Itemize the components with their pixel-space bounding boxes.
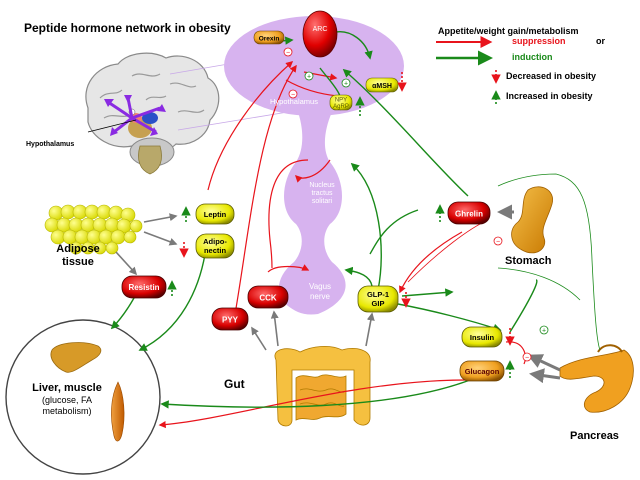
ghrelin-node: Ghrelin — [447, 201, 491, 225]
svg-text:nectin: nectin — [204, 246, 227, 255]
svg-text:AgRP: AgRP — [333, 104, 349, 110]
legend-graphics — [436, 36, 501, 104]
svg-text:tractus: tractus — [311, 190, 333, 197]
svg-text:CCK: CCK — [259, 294, 277, 303]
arc-label: ARC — [313, 26, 328, 33]
legend-or-label: or — [596, 36, 605, 46]
npy-agrp-node: NPY AgRP — [329, 94, 353, 111]
alpha-msh-node: αMSH — [365, 77, 399, 93]
svg-text:nerve: nerve — [310, 292, 331, 301]
muscle-icon — [111, 381, 125, 442]
pancreas-ghrelin-line — [497, 173, 601, 351]
svg-text:Leptin: Leptin — [204, 210, 227, 219]
insulin-node: Insulin — [461, 326, 503, 348]
zoom-line-bottom — [177, 109, 301, 131]
vagus-nerve-label: Vagus nerve — [309, 282, 331, 301]
orexin-node: Orexin — [253, 30, 285, 45]
svg-text:PYY: PYY — [222, 316, 239, 325]
gut-illustration — [274, 346, 371, 427]
svg-text:+: + — [307, 74, 311, 81]
alpha-msh-label: αMSH — [372, 83, 392, 90]
pancreas-illustration — [559, 344, 634, 413]
stomach-label: Stomach — [505, 255, 552, 267]
legend-decreased-label: Decreased in obesity — [506, 71, 597, 81]
svg-text:Vagus: Vagus — [309, 282, 331, 291]
leptin-node: Leptin — [195, 203, 235, 225]
adiponectin-node: Adipo- nectin — [195, 233, 235, 259]
svg-text:GLP-1: GLP-1 — [367, 290, 389, 299]
brain-illustration — [85, 52, 220, 175]
svg-text:Glucagon: Glucagon — [465, 367, 500, 376]
svg-text:−: − — [496, 239, 500, 246]
hypothalamus-pointer — [87, 119, 137, 133]
svg-text:−: − — [291, 92, 295, 99]
stomach-illustration — [511, 186, 554, 254]
resistin-node: Resistin — [121, 275, 167, 299]
svg-text:+: + — [344, 81, 348, 88]
svg-text:Nucleus: Nucleus — [309, 182, 335, 189]
adipose-tissue-illustration — [44, 204, 143, 255]
liver-muscle-label: Liver, muscle (glucose, FA metabolism) — [32, 382, 102, 416]
legend-heading: Appetite/weight gain/metabolism — [438, 26, 579, 36]
brainstem — [278, 112, 346, 315]
svg-text:Insulin: Insulin — [470, 333, 495, 342]
legend-increased-label: Increased in obesity — [506, 91, 593, 101]
orexin-label: Orexin — [259, 36, 280, 43]
obesity-change-indicators — [167, 72, 515, 378]
pyy-node: PYY — [211, 307, 249, 331]
svg-text:GIP: GIP — [372, 299, 385, 308]
svg-text:NPY: NPY — [335, 98, 347, 104]
liver-icon — [50, 342, 102, 373]
panel-sign-circles: − + + − − + − — [283, 47, 549, 362]
svg-text:Adipo-: Adipo- — [203, 237, 227, 246]
glucagon-node: Glucagon — [459, 360, 505, 382]
legend-induction-label: induction — [512, 52, 553, 62]
grey-arrows — [115, 213, 375, 351]
legend-suppression-label: suppression — [512, 36, 566, 46]
arc-node: ARC — [302, 10, 338, 58]
page-title: Peptide hormone network in obesity — [24, 21, 231, 35]
svg-text:Ghrelin: Ghrelin — [455, 210, 483, 219]
hypothalamus-panel-label: Hypothalamus — [270, 97, 318, 106]
svg-text:−: − — [286, 50, 290, 57]
svg-text:+: + — [542, 328, 546, 335]
nucleus-tractus-solitarii-label: Nucleus tractus solitari — [309, 182, 335, 205]
pancreas-label: Pancreas — [570, 430, 619, 442]
hypothalamus-brain-label: Hypothalamus — [26, 141, 75, 148]
cck-node: CCK — [247, 285, 289, 309]
svg-text:solitari: solitari — [312, 198, 333, 205]
svg-text:Resistin: Resistin — [128, 283, 159, 292]
glp1-gip-node: GLP-1 GIP — [357, 285, 399, 313]
gut-label: Gut — [224, 377, 245, 391]
svg-text:−: − — [525, 355, 529, 362]
